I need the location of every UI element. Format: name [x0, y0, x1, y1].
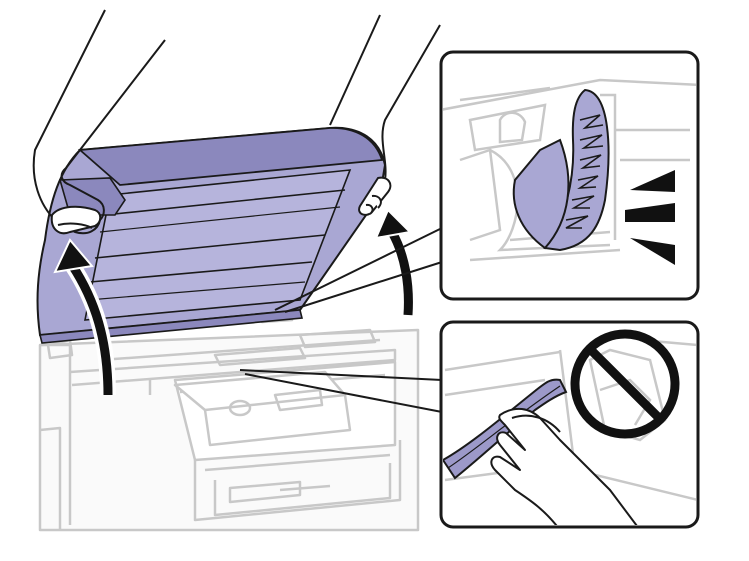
scanner-hinge [512, 88, 610, 252]
do-not-touch-icon [570, 329, 680, 439]
printer-body [38, 303, 420, 532]
right-hand [329, 14, 441, 216]
hand-touching-cable [490, 407, 641, 525]
left-hand [32, 9, 166, 235]
cable-detail-callout [439, 320, 700, 529]
hinge-detail-callout [439, 50, 700, 301]
callout-leaders [239, 227, 443, 413]
curved-up-arrow-icon [53, 238, 116, 396]
click-sound-icon [625, 170, 675, 265]
curved-up-arrow-icon [374, 208, 417, 316]
